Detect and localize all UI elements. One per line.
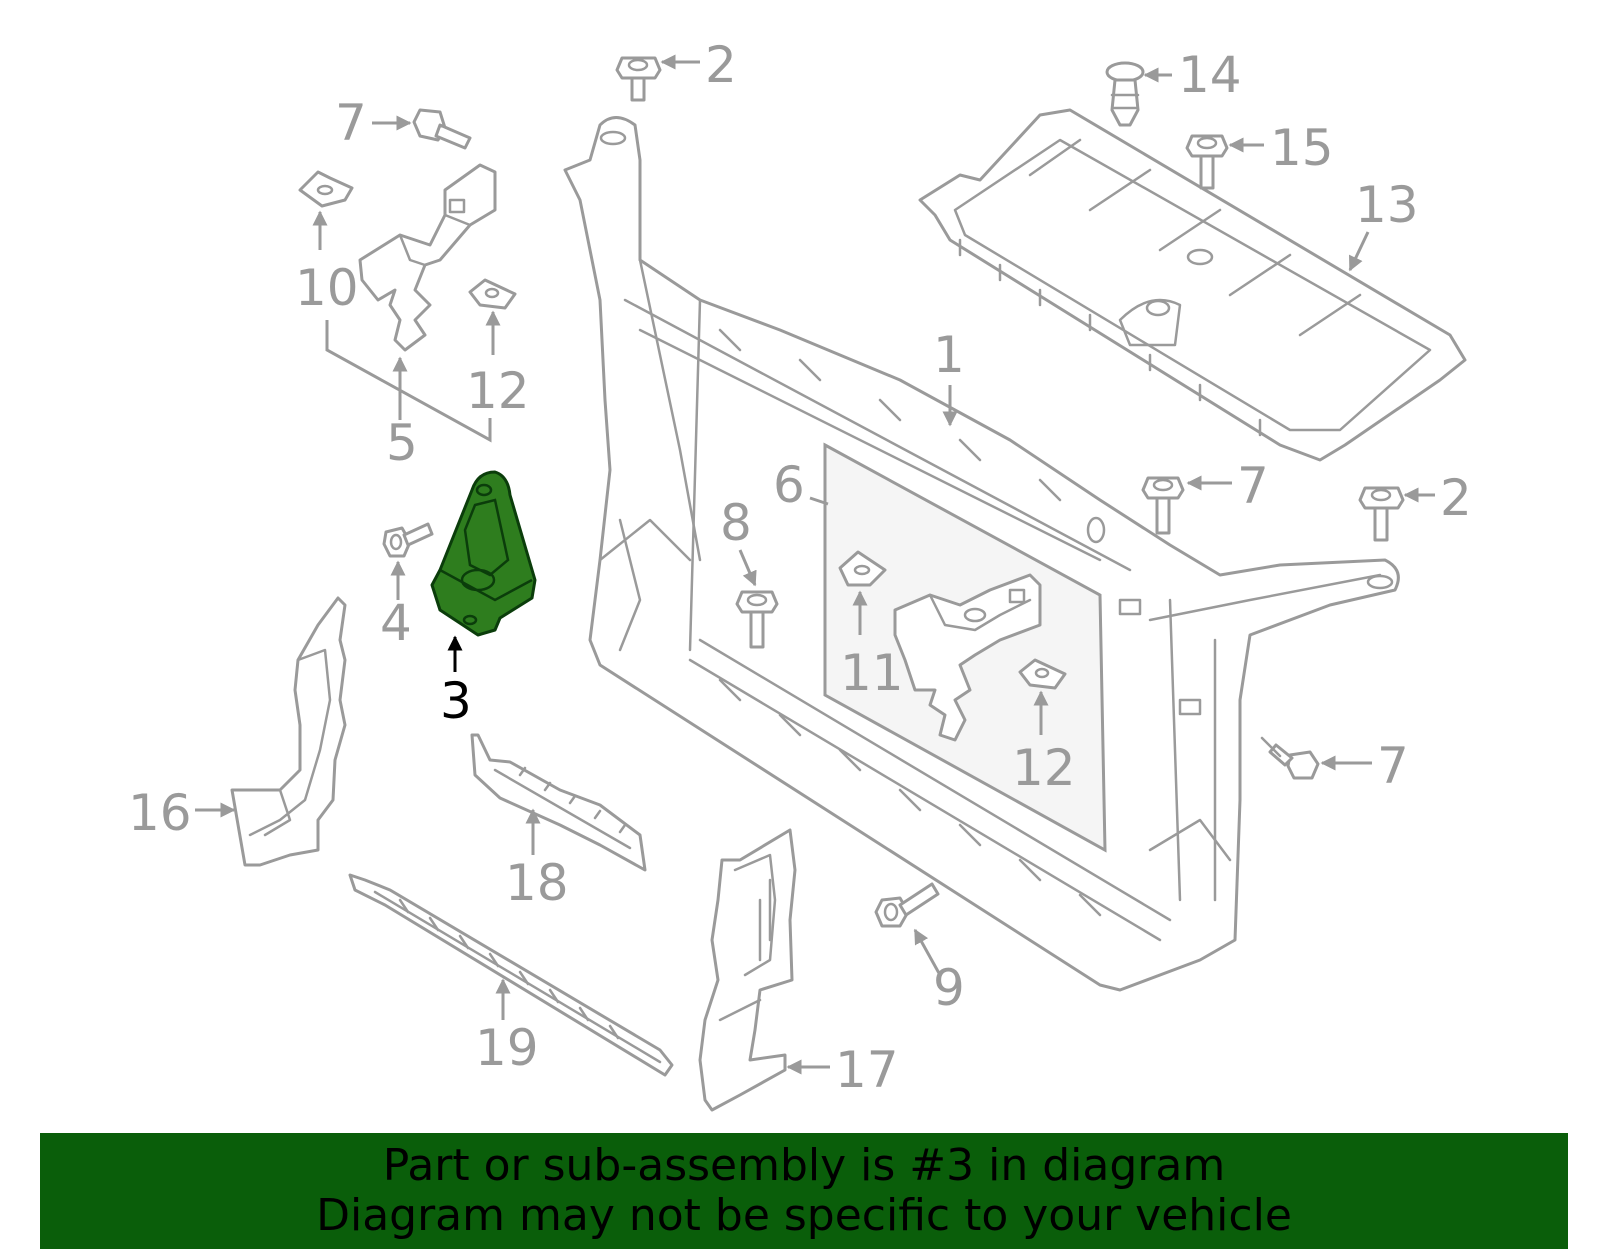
- nut-part-12-center: [1018, 658, 1067, 690]
- bolt-part-8: [735, 590, 779, 649]
- air-deflector-part-16: [230, 596, 347, 867]
- callout-2-top: 2: [705, 36, 737, 94]
- bolt-part-7-center: [1141, 476, 1185, 535]
- seal-part-19: [348, 873, 674, 1077]
- clip-part-10: [298, 170, 354, 208]
- callout-18: 18: [505, 854, 569, 912]
- seal-part-18: [470, 733, 647, 872]
- callout-9: 9: [933, 959, 965, 1017]
- callout-11: 11: [840, 644, 904, 702]
- callout-4: 4: [380, 594, 412, 652]
- lock-bracket-part-5: [358, 163, 497, 352]
- callout-8: 8: [720, 494, 752, 552]
- bolt-part-7-right: [1260, 736, 1320, 780]
- callout-19: 19: [475, 1019, 539, 1077]
- callout-6: 6: [773, 456, 805, 514]
- callout-7-right: 7: [1377, 737, 1409, 795]
- callout-12-upper: 12: [466, 362, 530, 420]
- clip-part-14: [1105, 61, 1145, 127]
- callout-labels: 1 2 2 3 4 5 6 7 7 7 8 9 10 11 12 12 13 1…: [128, 36, 1472, 1099]
- callout-3: 3: [440, 672, 472, 730]
- leader-lines: [195, 54, 1435, 1075]
- nut-part-12-upper: [468, 278, 517, 310]
- callout-2-right: 2: [1440, 469, 1472, 527]
- info-banner: Part or sub-assembly is #3 in diagram Di…: [40, 1133, 1568, 1249]
- bolt-part-4: [382, 522, 434, 558]
- bolt-part-2-top: [615, 56, 662, 102]
- bolt-part-7-upper-left: [412, 108, 472, 150]
- callout-7-center: 7: [1237, 457, 1269, 515]
- banner-line-2: Diagram may not be specific to your vehi…: [316, 1190, 1292, 1241]
- callout-12-center: 12: [1012, 739, 1076, 797]
- bolt-part-15: [1185, 134, 1229, 190]
- bolt-part-2-right: [1358, 486, 1405, 542]
- callout-15: 15: [1270, 119, 1334, 177]
- callout-13: 13: [1355, 176, 1419, 234]
- callout-5: 5: [386, 414, 418, 472]
- air-deflector-part-17: [698, 828, 797, 1112]
- callout-7-upper-left: 7: [335, 94, 367, 152]
- callout-10: 10: [295, 259, 359, 317]
- callout-14: 14: [1178, 46, 1242, 104]
- callout-17: 17: [835, 1041, 899, 1099]
- callout-1: 1: [933, 326, 965, 384]
- parts-diagram: 1 2 2 3 4 5 6 7 7 7 8 9 10 11 12 12 13 1…: [128, 36, 1472, 1112]
- callout-16: 16: [128, 784, 192, 842]
- lock-bracket-part-11: [893, 573, 1042, 742]
- banner-line-1: Part or sub-assembly is #3 in diagram: [382, 1140, 1226, 1191]
- bracket-part-3: [430, 470, 537, 637]
- upper-cover: [918, 108, 1467, 462]
- clip-part-11: [838, 550, 887, 587]
- bolt-part-9: [874, 882, 940, 928]
